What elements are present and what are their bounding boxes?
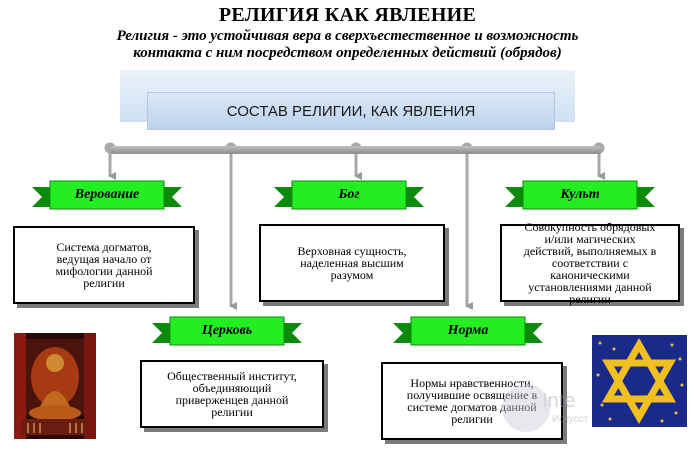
box-line: мифологии данной	[55, 264, 153, 278]
ribbon-shape	[505, 180, 655, 210]
ribbon-shape	[393, 316, 543, 346]
box-line: Совокупность обрядовых	[524, 220, 656, 234]
ribbon-norm: Норма	[393, 313, 543, 349]
box-cult: Совокупность обрядовых и/или магических …	[500, 220, 680, 306]
box-norm: Нормы нравственности, получившие освящен…	[381, 362, 563, 440]
box-line: действий, выполняемых в	[523, 244, 657, 258]
box-line: и/или магических	[544, 232, 636, 246]
ribbon-cult: Культ	[505, 177, 655, 213]
watermark-text: Inte	[542, 390, 576, 412]
box-line: наделенная высшим	[300, 256, 404, 270]
star-of-david-image	[592, 335, 687, 427]
box-line: приверженцев данной	[175, 393, 289, 407]
ribbon-label: Верование	[74, 187, 140, 202]
ribbon-label: Церковь	[201, 323, 253, 338]
box-line: соответствии с	[551, 256, 629, 270]
box-line: религии	[569, 292, 611, 306]
box-line: объединяющий	[192, 381, 272, 395]
definition-text: Религия - это устойчивая вера в сверхъес…	[10, 28, 685, 62]
ribbon-label: Норма	[447, 323, 489, 338]
box-line: Общественный институт,	[167, 369, 297, 383]
box-line: религии	[83, 276, 125, 290]
box-line: системе догматов данной	[407, 400, 537, 414]
ribbon-label: Бог	[338, 187, 360, 202]
box-line: религии	[451, 412, 493, 426]
ribbon-label: Культ	[560, 187, 600, 202]
box-church: Общественный институт, объединяющий прив…	[140, 360, 324, 428]
buddha-image	[14, 333, 96, 439]
box-beliefs: Система догматов, ведущая начало от мифо…	[13, 226, 195, 304]
ribbon-shape	[152, 316, 302, 346]
ribbon-beliefs: Верование	[32, 177, 182, 213]
ribbon-god: Бог	[274, 177, 424, 213]
box-line: ведущая начало от	[56, 252, 152, 266]
box-line: каноническими	[550, 268, 630, 282]
box-line: установлениями данной	[528, 280, 652, 294]
box-line: получившие освящение в	[406, 388, 538, 402]
box-line: Система догматов,	[56, 240, 152, 254]
ribbon-shape	[32, 180, 182, 210]
box-line: религии	[211, 405, 253, 419]
connector-bar	[110, 146, 602, 154]
box-god: Верховная сущность, наделенная высшим ра…	[259, 224, 445, 302]
definition-line: контакта с ним посредством определенных …	[133, 45, 562, 61]
box-line: разумом	[330, 268, 374, 282]
box-line: Нормы нравственности,	[410, 376, 534, 390]
watermark-logo-icon	[502, 384, 550, 432]
page-title: РЕЛИГИЯ КАК ЯВЛЕНИЕ	[218, 4, 477, 26]
composition-banner: СОСТАВ РЕЛИГИИ, КАК ЯВЛЕНИЯ	[147, 92, 555, 130]
watermark: Inte Искусст	[498, 378, 608, 438]
ribbon-shape	[274, 180, 424, 210]
definition-line: Религия - это устойчивая вера в сверхъес…	[116, 28, 579, 44]
watermark-subtext: Искусст	[552, 414, 589, 425]
ribbon-church: Церковь	[152, 313, 302, 349]
box-line: Верховная сущность,	[297, 244, 407, 258]
